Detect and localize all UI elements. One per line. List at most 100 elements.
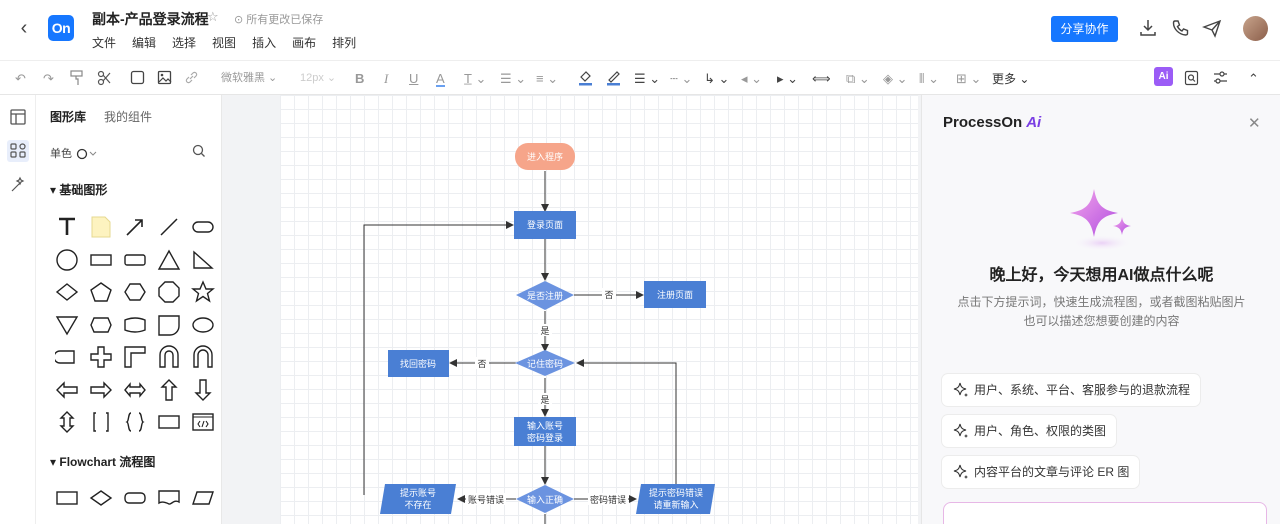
magic-icon[interactable]	[7, 174, 29, 196]
menu-file[interactable]: 文件	[92, 36, 117, 50]
menu-select[interactable]: 选择	[172, 36, 197, 50]
right-triangle-shape[interactable]	[186, 244, 220, 277]
menu-arrange[interactable]: 排列	[332, 36, 357, 50]
drawing-canvas[interactable]: 进入程序 登录页面 是否注册 注册页面 记住密码 找回密码 输入账号 密码登录 …	[280, 95, 918, 524]
vertical-double-arrow-shape[interactable]	[50, 406, 84, 439]
node-register-page[interactable]	[644, 281, 706, 308]
node-password-wrong[interactable]	[636, 484, 715, 514]
decision-shape[interactable]	[84, 482, 118, 515]
line-shape[interactable]	[152, 211, 186, 244]
pentagon-shape[interactable]	[84, 276, 118, 309]
ai-prompt-input[interactable]	[943, 502, 1267, 524]
ellipse-shape[interactable]	[186, 309, 220, 342]
arrow-shape[interactable]	[118, 211, 152, 244]
menu-insert[interactable]: 插入	[252, 36, 277, 50]
search-icon[interactable]	[192, 144, 206, 158]
up-arrow-shape[interactable]	[152, 374, 186, 407]
document-shape[interactable]	[152, 482, 186, 515]
share-button[interactable]: 分享协作	[1051, 16, 1118, 42]
corner-shape[interactable]	[118, 341, 152, 374]
right-arrow-shape[interactable]	[84, 374, 118, 407]
distribute-icon[interactable]: ⫴ ⌄	[919, 71, 939, 86]
node-input-login[interactable]	[514, 417, 576, 446]
ai-suggestion-class-diagram[interactable]: 用户、角色、权限的类图	[942, 415, 1117, 447]
app-logo[interactable]: On	[48, 15, 74, 41]
hexagon-shape[interactable]	[118, 276, 152, 309]
send-icon[interactable]	[1201, 17, 1223, 39]
brace-shape[interactable]	[118, 406, 152, 439]
node-find-password[interactable]	[388, 350, 449, 377]
inverted-triangle-shape[interactable]	[50, 309, 84, 342]
round-rect-small-shape[interactable]	[118, 244, 152, 277]
note-shape[interactable]	[84, 211, 118, 244]
cut-corner-shape[interactable]	[152, 309, 186, 342]
underline-icon[interactable]: U	[409, 71, 419, 86]
phone-icon[interactable]	[1169, 17, 1191, 39]
arrow-end-icon[interactable]: ▸ ⌄	[777, 71, 799, 86]
align-icon[interactable]: ≡ ⌄	[536, 71, 559, 86]
rectangle-shape[interactable]	[84, 244, 118, 277]
menu-canvas[interactable]: 画布	[292, 36, 317, 50]
download-icon[interactable]	[1137, 17, 1159, 39]
avatar[interactable]	[1243, 16, 1268, 41]
text-align-icon[interactable]: T̲ ⌄	[464, 71, 487, 86]
rounded-rect-shape[interactable]	[186, 211, 220, 244]
fill-color-icon[interactable]	[578, 70, 593, 87]
down-arrow-shape[interactable]	[186, 374, 220, 407]
diamond-shape[interactable]	[50, 276, 84, 309]
ai-suggestion-refund-flow[interactable]: 用户、系统、平台、客服参与的退款流程	[942, 374, 1201, 406]
code-block-shape[interactable]	[186, 406, 220, 439]
ai-assistant-button[interactable]: Ai	[1154, 67, 1173, 86]
clear-format-icon[interactable]	[97, 70, 111, 87]
close-icon[interactable]: ✕	[1248, 115, 1261, 132]
image-icon[interactable]	[157, 70, 172, 87]
outline-icon[interactable]	[7, 106, 29, 128]
line-color-icon[interactable]	[606, 70, 621, 87]
font-size-select[interactable]: 12px ⌄	[300, 72, 337, 84]
node-login-page[interactable]	[514, 211, 576, 239]
undo-icon[interactable]: ↶	[15, 71, 26, 86]
left-arrow-shape[interactable]	[50, 374, 84, 407]
process-shape[interactable]	[50, 482, 84, 515]
search-replace-icon[interactable]	[1184, 70, 1199, 87]
section-basic-shapes[interactable]: ▾ 基础图形	[50, 183, 108, 197]
back-icon[interactable]: ‹	[20, 17, 28, 39]
line-height-icon[interactable]: ☰ ⌄	[500, 71, 527, 86]
line-style-icon[interactable]: ┄ ⌄	[670, 71, 693, 86]
horseshoe-shape[interactable]	[186, 341, 220, 374]
menu-view[interactable]: 视图	[212, 36, 237, 50]
node-correct-decision[interactable]	[516, 485, 574, 513]
line-width-icon[interactable]: ☰ ⌄	[634, 71, 661, 86]
edge-loop-remember[interactable]	[576, 359, 677, 484]
layer-icon[interactable]: ◈ ⌄	[883, 71, 908, 86]
document-title[interactable]: 副本-产品登录流程	[92, 11, 209, 27]
node-start[interactable]	[515, 143, 575, 170]
canvas-area[interactable]: 进入程序 登录页面 是否注册 注册页面 记住密码 找回密码 输入账号 密码登录 …	[222, 95, 921, 524]
font-family-select[interactable]: 微软雅黑 ⌄	[221, 72, 278, 84]
tag-shape[interactable]	[84, 309, 118, 342]
table-icon[interactable]: ⊞ ⌄	[956, 71, 982, 86]
color-mode-select[interactable]: 单色	[50, 145, 101, 161]
octagon-shape[interactable]	[152, 276, 186, 309]
font-color-icon[interactable]: A	[436, 71, 445, 87]
frame-shape[interactable]	[152, 406, 186, 439]
menu-edit[interactable]: 编辑	[132, 36, 157, 50]
group-icon[interactable]: ⧉ ⌄	[846, 71, 870, 86]
format-painter-icon[interactable]	[70, 70, 84, 87]
redo-icon[interactable]: ↷	[43, 71, 54, 86]
double-arrow-shape[interactable]	[118, 374, 152, 407]
italic-icon[interactable]: I	[384, 71, 389, 86]
trapezoid-shape[interactable]	[118, 309, 152, 342]
star-icon[interactable]: ☆	[207, 9, 219, 24]
stadium-shape[interactable]	[50, 341, 84, 374]
triangle-shape[interactable]	[152, 244, 186, 277]
cross-shape[interactable]	[84, 341, 118, 374]
ai-suggestion-er-diagram[interactable]: 内容平台的文章与评论 ER 图	[942, 456, 1140, 488]
arch-shape[interactable]	[152, 341, 186, 374]
bracket-shape[interactable]	[84, 406, 118, 439]
edge-loop-login[interactable]	[363, 221, 514, 495]
more-button[interactable]: 更多 ⌄	[992, 72, 1030, 86]
arrow-start-icon[interactable]: ◂ ⌄	[741, 71, 763, 86]
tab-my-components[interactable]: 我的组件	[104, 110, 153, 124]
link-icon[interactable]	[184, 70, 199, 87]
